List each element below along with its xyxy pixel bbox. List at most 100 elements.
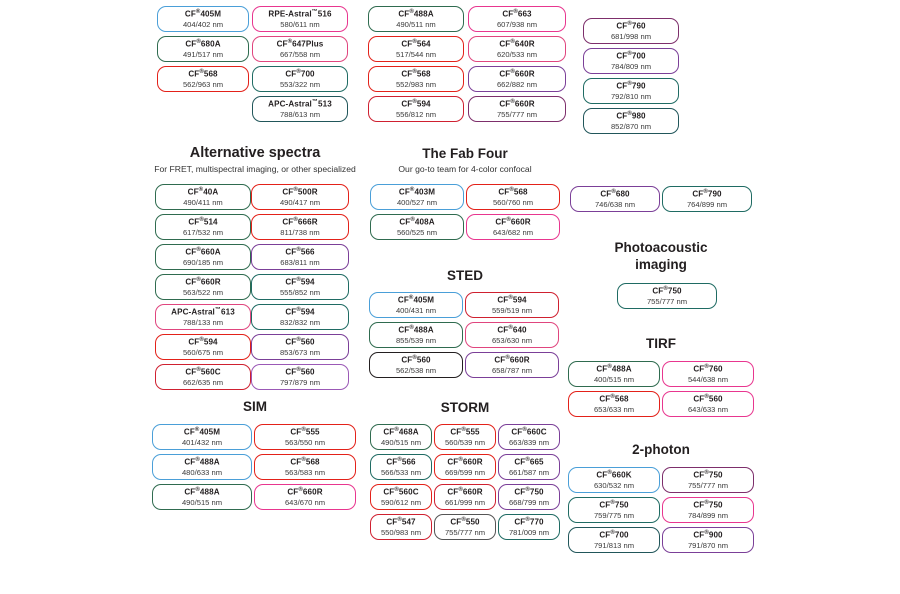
dye-name: CF®594 bbox=[285, 307, 315, 318]
dye-name: CF®566 bbox=[386, 457, 416, 468]
dye-name: CF®647Plus bbox=[276, 39, 324, 50]
dye-name: CF®700 bbox=[285, 69, 315, 80]
dye-spectra: 550/983 nm bbox=[380, 527, 422, 537]
dye-spectra: 490/515 nm bbox=[181, 497, 223, 507]
two-photon-title: 2-photon bbox=[632, 442, 690, 457]
dye-spectra: 811/738 nm bbox=[280, 227, 320, 237]
dye-name: CF®555 bbox=[450, 427, 480, 438]
dye-spectra: 683/811 nm bbox=[280, 257, 320, 267]
dye-name: CF®566 bbox=[285, 247, 315, 258]
dye-name: CF®594 bbox=[188, 337, 218, 348]
sted-title: STED bbox=[446, 268, 483, 283]
dye-name: CF®666R bbox=[282, 217, 318, 228]
alternative-spectra-title: Alternative spectra bbox=[189, 145, 321, 161]
dye-spectra: 784/809 nm bbox=[610, 61, 652, 71]
dye-name: CF®660R bbox=[447, 487, 483, 498]
dye-spectra: 490/417 nm bbox=[279, 197, 321, 207]
dye-spectra: 681/998 nm bbox=[610, 31, 652, 41]
dye-spectra: 668/799 nm bbox=[508, 497, 550, 507]
dye-spectra: 400/527 nm bbox=[396, 197, 438, 207]
dye-spectra: 643/670 nm bbox=[284, 497, 326, 507]
